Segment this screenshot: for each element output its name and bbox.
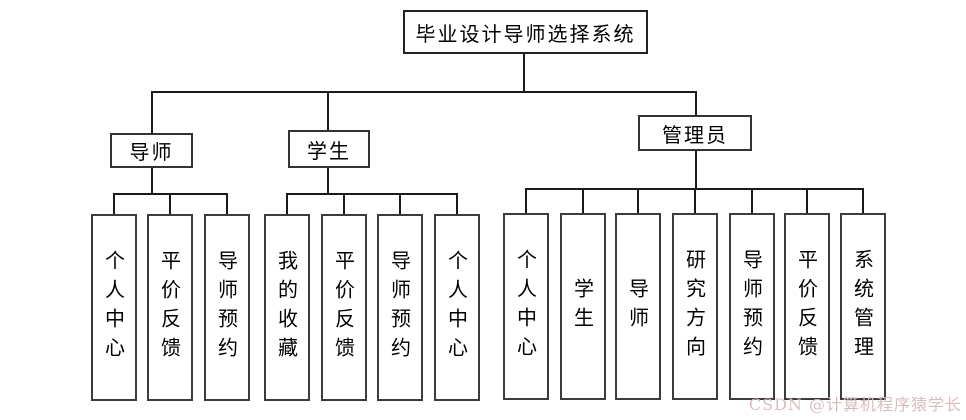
connector-line [637, 188, 639, 213]
connector-line [113, 193, 115, 214]
connector-line [806, 188, 808, 213]
node-mentor-personal-center: 个人中心 [91, 214, 137, 401]
connector-line [151, 91, 697, 93]
connector-line [582, 188, 584, 213]
node-mentor-appointment: 导师预约 [204, 214, 250, 401]
node-mentor: 导师 [110, 133, 193, 168]
node-admin-system-management: 系统管理 [840, 213, 886, 400]
connector-line [862, 188, 864, 213]
connector-line [169, 193, 171, 214]
node-student-feedback: 平价反馈 [321, 214, 367, 401]
connector-line [151, 168, 153, 193]
connector-line [286, 193, 458, 195]
node-admin-student: 学生 [560, 213, 606, 400]
connector-line [695, 91, 697, 115]
connector-line [343, 193, 345, 214]
connector-line [523, 54, 525, 91]
connector-line [151, 91, 153, 133]
connector-line [525, 188, 527, 213]
connector-line [751, 188, 753, 213]
connector-line [286, 193, 288, 214]
connector-line [226, 193, 228, 214]
connector-line [327, 91, 329, 130]
connector-line [694, 188, 696, 213]
node-admin-feedback: 平价反馈 [784, 213, 830, 400]
connector-line [327, 168, 329, 193]
node-student-favorites: 我的收藏 [264, 214, 310, 401]
node-student-personal-center: 个人中心 [434, 214, 480, 401]
node-student-appointment: 导师预约 [377, 214, 423, 401]
node-admin-appointment: 导师预约 [729, 213, 775, 400]
node-admin-personal-center: 个人中心 [503, 213, 549, 400]
node-admin-research-direction: 研究方向 [672, 213, 718, 400]
node-mentor-feedback: 平价反馈 [147, 214, 193, 401]
connector-line [695, 151, 697, 188]
node-root: 毕业设计导师选择系统 [403, 10, 648, 54]
connector-line [399, 193, 401, 214]
csdn-watermark: CSDN @计算机程序猿学长 [748, 395, 962, 414]
connector-line [456, 193, 458, 214]
node-student: 学生 [288, 130, 370, 168]
node-admin-mentor: 导师 [615, 213, 661, 400]
node-admin: 管理员 [638, 115, 752, 151]
